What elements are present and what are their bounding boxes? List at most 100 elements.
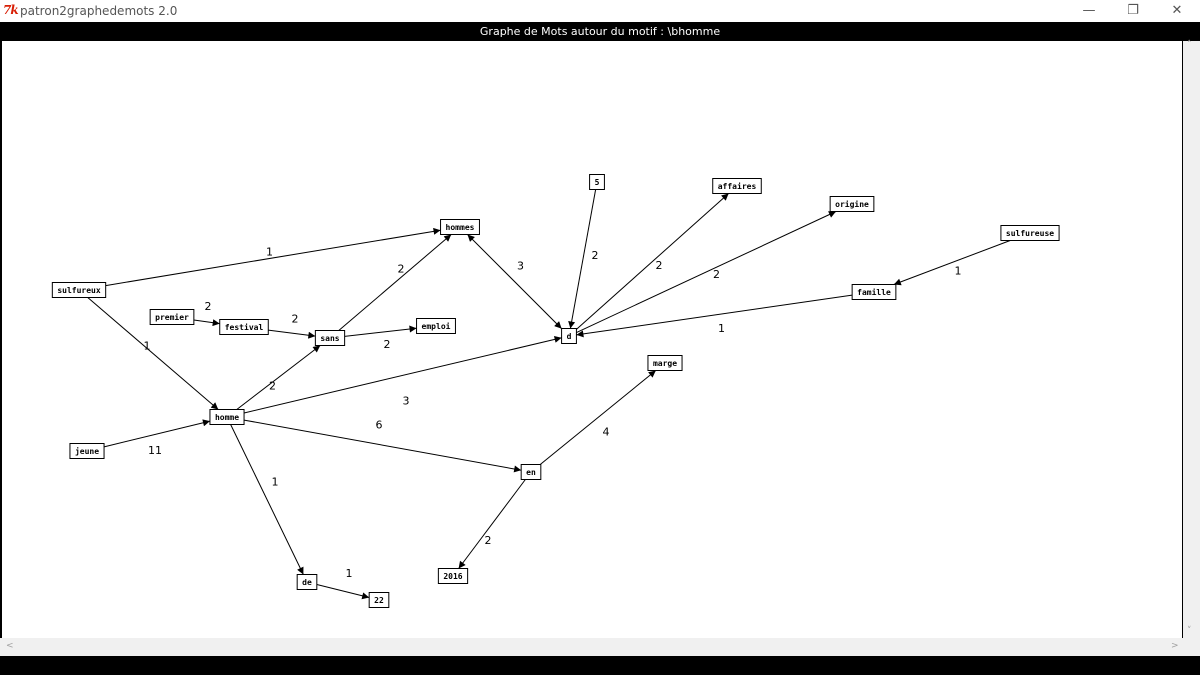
scroll-right-icon[interactable]: > xyxy=(1171,641,1179,651)
edge-label: 3 xyxy=(517,260,524,273)
edge-sulfureuse-famille xyxy=(893,240,1011,286)
node-n22[interactable]: 22 xyxy=(368,592,390,608)
node-emploi[interactable]: emploi xyxy=(416,318,456,334)
edge-festival-sans xyxy=(268,329,316,339)
node-label: marge xyxy=(653,359,677,368)
node-label: sulfureux xyxy=(57,286,101,295)
node-homme[interactable]: homme xyxy=(209,409,245,425)
edge-sans-hommes xyxy=(338,234,452,331)
edge-label: 1 xyxy=(955,265,962,278)
node-label: 2016 xyxy=(443,572,462,581)
vertical-scrollbar[interactable]: ˄ ˅ xyxy=(1183,40,1200,638)
node-label: emploi xyxy=(422,321,451,331)
restore-button[interactable]: ❐ xyxy=(1127,3,1139,18)
node-box xyxy=(368,592,390,608)
node-box xyxy=(1000,225,1060,241)
graph-title: Graphe de Mots autour du motif : \bhomme xyxy=(0,22,1200,41)
node-d[interactable]: d xyxy=(561,328,577,344)
node-label: de xyxy=(302,578,312,587)
node-label: jeune xyxy=(75,446,99,456)
scroll-up-icon[interactable]: ˄ xyxy=(1187,40,1192,50)
minimize-button[interactable]: — xyxy=(1082,3,1096,18)
node-sans[interactable]: sans xyxy=(314,330,346,346)
edge-jeune-homme xyxy=(103,419,211,448)
node-label: premier xyxy=(155,312,189,322)
scroll-down-icon[interactable]: ˅ xyxy=(1187,626,1192,636)
edge-label: 6 xyxy=(376,419,383,432)
title-bar: 7k patron2graphedemots 2.0 — ❐ ✕ xyxy=(0,0,1200,22)
edge-label: 2 xyxy=(292,313,299,326)
edge-label: 1 xyxy=(144,340,151,353)
edge-label: 1 xyxy=(718,322,725,335)
edge-label: 1 xyxy=(346,567,353,580)
edge-homme-en xyxy=(243,419,522,473)
node-sulfureuse[interactable]: sulfureuse xyxy=(1000,225,1060,241)
bottom-bar xyxy=(0,656,1200,675)
node-sulfureux[interactable]: sulfureux xyxy=(51,282,107,298)
edge-label: 11 xyxy=(148,444,162,457)
node-box xyxy=(851,284,897,300)
close-button[interactable]: ✕ xyxy=(1171,3,1183,18)
window-title: patron2graphedemots 2.0 xyxy=(20,4,178,18)
node-box xyxy=(712,178,762,194)
node-label: d xyxy=(567,332,572,341)
edge-label: 2 xyxy=(205,300,212,313)
edge-homme-sans xyxy=(236,345,321,410)
node-label: 5 xyxy=(595,178,600,187)
edge-d-affaires xyxy=(576,193,729,330)
node-label: origine xyxy=(835,199,869,209)
edge-sulfureux-hommes xyxy=(105,227,441,287)
edge-label: 1 xyxy=(266,246,273,259)
edge-homme-d xyxy=(243,335,562,414)
node-famille[interactable]: famille xyxy=(851,284,897,300)
node-n5[interactable]: 5 xyxy=(589,174,605,190)
edge-label: 2 xyxy=(384,338,391,351)
node-box xyxy=(647,355,683,371)
node-hommes[interactable]: hommes xyxy=(440,219,480,235)
app-logo-icon: 7k xyxy=(3,3,19,17)
node-box xyxy=(69,443,105,459)
node-box xyxy=(520,464,542,480)
node-box xyxy=(296,574,318,590)
node-label: 22 xyxy=(374,596,384,605)
node-premier[interactable]: premier xyxy=(149,309,195,325)
node-label: en xyxy=(526,468,536,477)
node-box xyxy=(314,330,346,346)
edge-hommes-d xyxy=(467,234,562,329)
node-origine[interactable]: origine xyxy=(829,196,875,212)
node-n2016[interactable]: 2016 xyxy=(437,568,469,584)
edge-n5-d xyxy=(568,189,597,329)
node-marge[interactable]: marge xyxy=(647,355,683,371)
node-jeune[interactable]: jeune xyxy=(69,443,105,459)
node-label: famille xyxy=(857,287,891,297)
edge-label: 1 xyxy=(272,476,279,489)
node-label: affaires xyxy=(718,181,757,191)
node-label: homme xyxy=(215,413,239,422)
node-label: hommes xyxy=(446,223,475,232)
node-label: sulfureuse xyxy=(1006,229,1054,238)
node-box xyxy=(51,282,107,298)
node-affaires[interactable]: affaires xyxy=(712,178,762,194)
horizontal-scrollbar[interactable]: < > xyxy=(0,638,1200,656)
node-de[interactable]: de xyxy=(296,574,318,590)
node-festival[interactable]: festival xyxy=(219,319,269,335)
edge-label: 2 xyxy=(656,259,663,272)
edge-famille-d xyxy=(576,294,853,338)
node-label: sans xyxy=(320,334,339,343)
node-box xyxy=(829,196,875,212)
node-box xyxy=(437,568,469,584)
node-en[interactable]: en xyxy=(520,464,542,480)
edge-label: 2 xyxy=(398,263,405,276)
edge-de-n22 xyxy=(316,583,370,600)
edge-label: 2 xyxy=(592,249,599,262)
node-box xyxy=(589,174,605,190)
node-box xyxy=(209,409,245,425)
edge-en-n2016 xyxy=(458,479,526,569)
edge-d-origine xyxy=(576,211,837,333)
node-box xyxy=(440,219,480,235)
edge-label: 3 xyxy=(403,395,410,408)
scroll-left-icon[interactable]: < xyxy=(6,641,14,651)
